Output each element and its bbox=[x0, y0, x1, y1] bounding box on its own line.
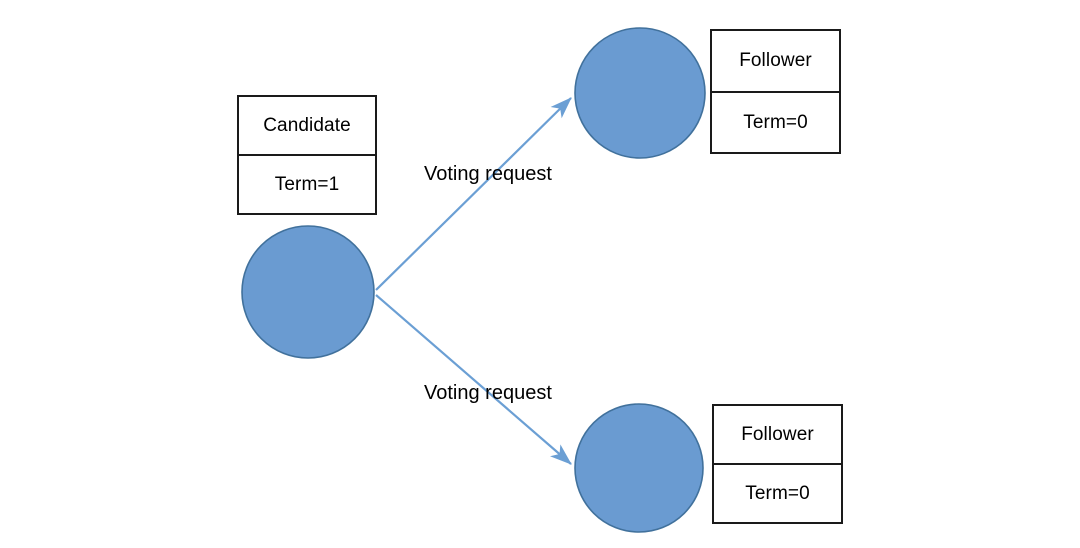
state-box-follower-bottom-role: Follower bbox=[714, 406, 841, 465]
edge-label-voting-request-top: Voting request bbox=[424, 163, 552, 185]
edge-to-follower-top-line bbox=[375, 97, 572, 291]
edge-to-follower-bottom-line bbox=[375, 294, 572, 465]
node-circle-follower-top bbox=[574, 27, 706, 159]
state-box-follower-bottom-term: Term=0 bbox=[745, 483, 810, 504]
state-box-candidate-role: Candidate bbox=[239, 97, 375, 156]
state-box-follower-top-term: Term=0 bbox=[743, 111, 808, 133]
state-box-follower-top-role: Follower bbox=[712, 31, 839, 93]
node-circle-candidate bbox=[241, 225, 375, 359]
edge-label-voting-request-bottom: Voting request bbox=[424, 382, 552, 404]
state-box-follower-bottom: Follower Term=0 bbox=[712, 404, 843, 524]
state-box-candidate-term: Term=1 bbox=[274, 174, 340, 195]
state-box-candidate: Candidate Term=1 bbox=[237, 95, 377, 215]
state-box-follower-top: Follower Term=0 bbox=[710, 29, 841, 154]
node-circle-follower-bottom bbox=[574, 403, 704, 533]
